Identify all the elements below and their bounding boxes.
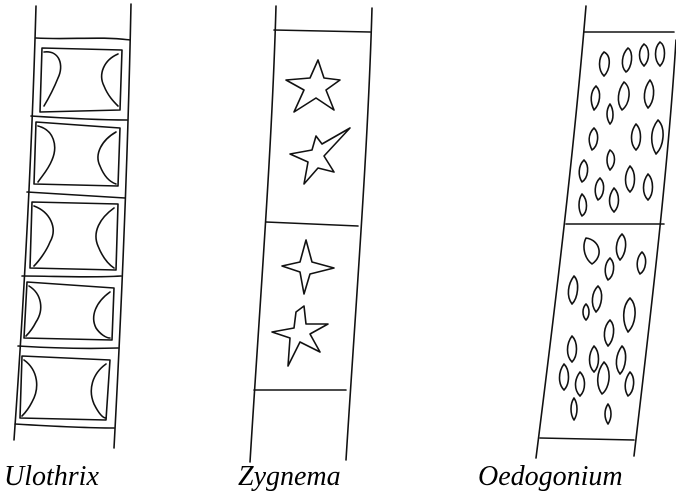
zygnema-stellate-chloroplast [285,59,341,113]
oedogonium-chloroplast-fragments [578,41,666,217]
zygnema-cross-wall [273,29,371,33]
ulothrix-girdle-chloroplast [29,201,119,271]
ulothrix-girdle-chloroplast [23,281,115,341]
oedogonium-right-wall [633,39,676,457]
ulothrix-cross-wall [21,275,122,278]
ulothrix-label: Ulothrix [4,461,99,492]
zygnema-right-wall [345,7,373,461]
ulothrix-cross-wall [17,345,119,350]
zygnema-cross-wall [265,221,359,227]
oedogonium-panel: Oedogonium [478,5,676,492]
zygnema-panel: Zygnema [238,5,373,492]
ulothrix-left-wall [13,5,37,441]
zygnema-stellate-chloroplast [271,305,329,367]
oedogonium-label: Oedogonium [478,461,623,492]
oedogonium-cross-wall [539,437,635,441]
ulothrix-cross-wall [35,37,131,41]
oedogonium-chloroplast-fragments [558,233,647,425]
oedogonium-left-wall [535,5,587,459]
ulothrix-girdle-chloroplast [19,355,111,421]
ulothrix-cross-wall [30,115,128,121]
ulothrix-girdle-chloroplast [39,47,123,113]
ulothrix-right-wall [113,3,132,449]
ulothrix-girdle-chloroplast [33,121,121,187]
ulothrix-cross-wall [26,191,126,199]
ulothrix-panel: Ulothrix [4,3,132,492]
zygnema-label: Zygnema [238,461,341,492]
zygnema-stellate-chloroplast [289,127,351,185]
zygnema-left-wall [249,5,277,463]
zygnema-stellate-chloroplast [281,239,335,295]
ulothrix-cross-wall [14,423,115,429]
